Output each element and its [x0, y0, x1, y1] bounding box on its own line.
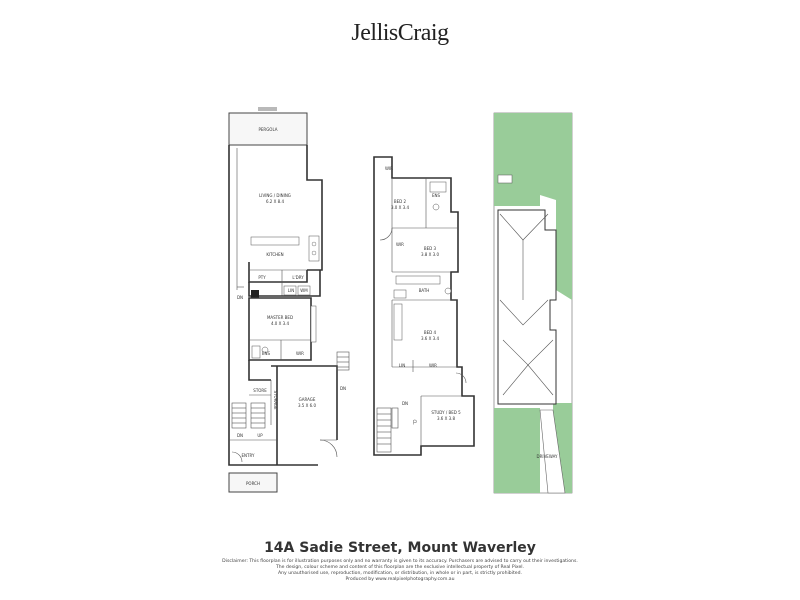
label-entry: ENTRY: [242, 453, 255, 458]
label-bed-3: BED 3: [424, 246, 437, 251]
label-pergola: PERGOLA: [258, 127, 277, 132]
label-linen: LIN: [399, 363, 405, 368]
label-wir-2: WIR: [396, 242, 404, 247]
label-linen: LIN: [288, 288, 294, 293]
label-storage: STORAGE: [273, 390, 278, 410]
label-living-dining: LIVING / DINING: [259, 193, 291, 198]
label-bath: BATH: [419, 288, 430, 293]
dims-bed-4: 3.6 X 3.4: [421, 336, 439, 341]
lawn-front: [494, 408, 540, 493]
label-down-1: DN: [237, 295, 243, 300]
label-washing-machine: WM: [300, 288, 308, 293]
disclaimer-link[interactable]: Produced by www.realpixelphotography.com…: [345, 577, 455, 582]
disclaimer-line: Disclaimer: This floorplan is for illust…: [222, 559, 578, 564]
label-driveway: DRIVEWAY: [537, 454, 558, 459]
dims-bed-3: 3.8 X 3.0: [421, 252, 439, 257]
dims-study-bed-5: 3.6 X 3.8: [437, 416, 455, 421]
property-address: 14A Sadie Street, Mount Waverley: [264, 540, 536, 556]
dims-garage: 3.5 X 6.0: [298, 403, 316, 408]
label-master-bed: MASTER BED: [267, 315, 293, 320]
disclaimer-line: Any unauthorised use, reproduction, modi…: [277, 571, 523, 576]
label-down: DN: [402, 401, 408, 406]
label-pantry: PTY: [258, 275, 266, 280]
label-wir: WIR: [296, 351, 304, 356]
dims-living-dining: 6.2 X 8.4: [266, 199, 284, 204]
label-ensuite: ENS: [262, 351, 271, 356]
label-store: STORE: [253, 388, 267, 393]
label-study-bed-5: STUDY / BED 5: [431, 410, 461, 415]
label-down-2: DN: [237, 433, 243, 438]
dims-bed-2: 3.0 X 3.4: [391, 205, 409, 210]
label-cloak: CL: [412, 419, 417, 425]
label-bed-4: BED 4: [424, 330, 437, 335]
site-plan: DRIVEWAY: [493, 112, 573, 494]
first-floor-plan: WIR BED 2 3.0 X 3.4 ENS WIR BED 3 3.8 X …: [373, 156, 475, 456]
label-bed-2: BED 2: [394, 199, 407, 204]
disclaimer: Disclaimer: This floorplan is for illust…: [200, 559, 600, 583]
label-kitchen: KITCHEN: [266, 252, 283, 257]
brand-logo: JellisCraig: [351, 20, 449, 46]
label-down-3: DN: [340, 386, 346, 391]
label-up: UP: [257, 433, 263, 438]
label-wir-3: WIR: [429, 363, 437, 368]
label-wir-1: WIR: [385, 166, 393, 171]
label-laundry: L'DRY: [292, 275, 304, 280]
disclaimer-line: The design, colour scheme and content of…: [275, 565, 525, 570]
label-porch: PORCH: [246, 481, 260, 486]
label-garage: GARAGE: [299, 397, 316, 402]
dims-master-bed: 4.0 X 3.4: [271, 321, 289, 326]
label-ens: ENS: [432, 193, 441, 198]
ground-floor-plan: PERGOLA LIVING / DINING 6.2 X 8.4 KITCHE…: [228, 107, 350, 493]
lawn-rear: [494, 113, 572, 300]
